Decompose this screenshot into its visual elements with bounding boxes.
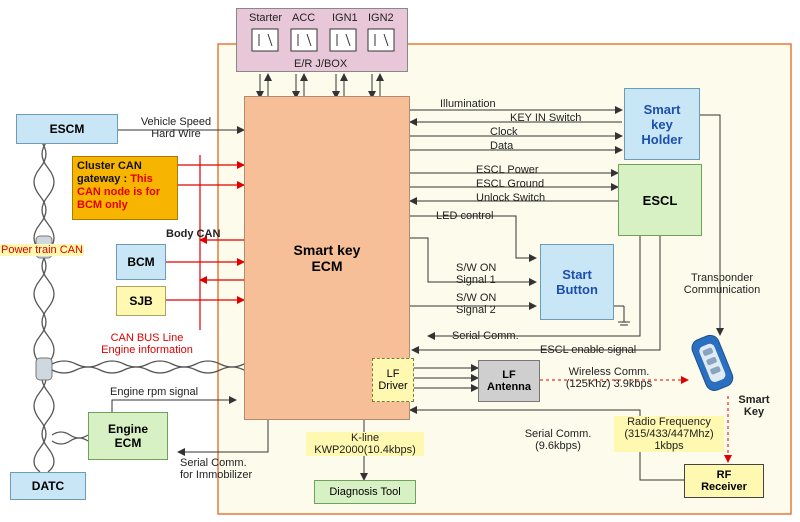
jbox-label-ign1: IGN1 [332, 12, 358, 24]
data-label: Data [490, 140, 514, 152]
bcm-box: BCM [116, 244, 166, 280]
start-button-box: Start Button [540, 244, 614, 320]
sw-on-signal1-label: S/W ON Signal 1 [456, 262, 497, 286]
sjb-box: SJB [116, 286, 166, 316]
vehicle-speed-label: Vehicle Speed Hard Wire [140, 116, 212, 140]
body-can-label: Body CAN [166, 228, 221, 240]
jbox-arrows [256, 73, 384, 99]
smart-key-holder-box: Smart key Holder [624, 88, 700, 160]
led-control-label: LED control [436, 210, 494, 222]
jbox-label-ign2: IGN2 [368, 12, 394, 24]
sw-on-signal2-label: S/W ON Signal 2 [456, 292, 497, 316]
lf-driver-box: LF Driver [372, 358, 414, 402]
clock-label: Clock [490, 126, 518, 138]
wireless-comm-label: Wireless Comm. (125Khz) 3.9kbps [565, 366, 653, 390]
escl-box: ESCL [618, 164, 702, 236]
escl-enable-label: ESCL enable signal [540, 344, 637, 356]
ecm-title-line1: Smart key [293, 242, 361, 258]
rf-receiver-box: RF Receiver [684, 464, 764, 498]
can-bus-label: CAN BUS Line Engine information [101, 332, 193, 356]
lf-antenna-box: LF Antenna [478, 360, 540, 402]
radio-frequency-label: Radio Frequency (315/433/447Mhz) 1kbps [614, 416, 724, 452]
datc-box: DATC [10, 472, 86, 500]
power-train-can-label: Power train CAN [0, 244, 84, 256]
jbox-label-acc: ACC [292, 12, 316, 24]
key-in-switch-label: KEY IN Switch [510, 112, 582, 124]
serial-immobilizer-label: Serial Comm. for Immobilizer [180, 457, 253, 481]
escl-power-label: ESCL Power [476, 164, 539, 176]
illumination-label: Illumination [440, 98, 496, 110]
kline-label: K-line KWP2000(10.4kbps) [306, 432, 424, 456]
smart-key-label: Smart Key [738, 394, 770, 418]
engine-ecm-can-line [51, 431, 89, 445]
smart-key-icon [691, 334, 734, 391]
transponder-label: Transponder Communication [683, 272, 761, 296]
engine-rpm-label: Engine rpm signal [110, 386, 199, 398]
jbox-label-starter: Starter [249, 12, 283, 24]
signal-lines [409, 106, 724, 481]
cluster-note: This CAN node is for BCM only [77, 173, 161, 211]
ecm-title-line2: ECM [311, 258, 343, 274]
escl-ground-label: ESCL Ground [476, 178, 545, 190]
unlock-switch-label: Unlock Switch [476, 192, 546, 204]
cluster-can-gateway: Cluster CAN gateway : This CAN node is f… [72, 156, 178, 220]
can-bus-line [51, 360, 245, 374]
power-train-can-line [33, 139, 55, 473]
jbox-title: E/R J/BOX [294, 58, 348, 70]
body-can-lines [166, 155, 245, 330]
can-connector [35, 357, 53, 381]
cluster-label: Cluster CAN gateway : [77, 160, 142, 185]
escm-box: ESCM [16, 114, 118, 144]
serial-rf-label: Serial Comm. (9.6kbps) [524, 428, 592, 452]
engine-ecm-box: Engine ECM [88, 412, 168, 460]
diagnosis-tool-box: Diagnosis Tool [314, 480, 416, 504]
serial-comm-label: Serial Comm. [452, 330, 519, 342]
